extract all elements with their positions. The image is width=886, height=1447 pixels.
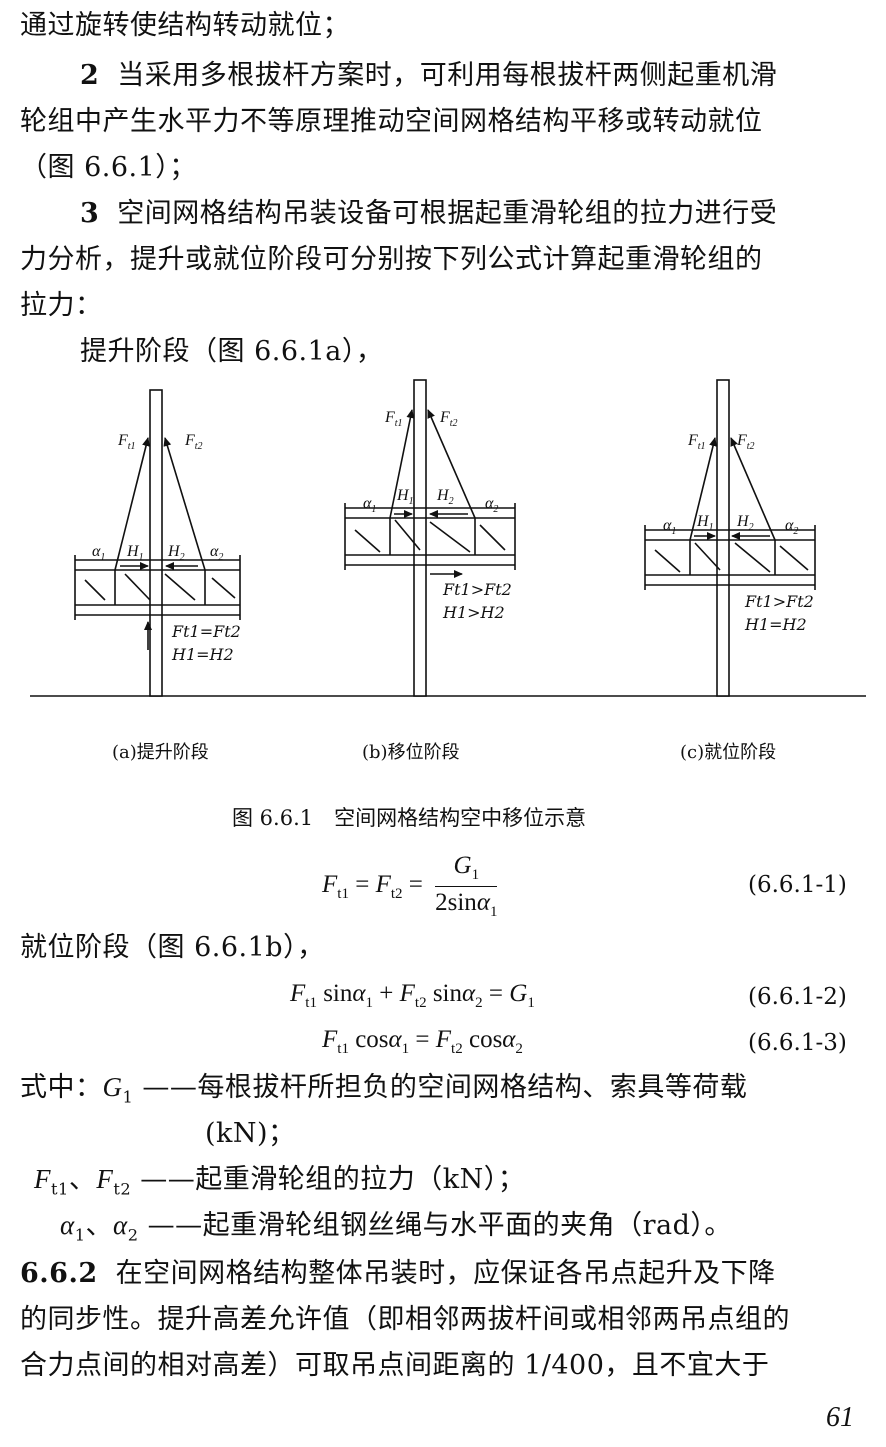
figure-title: 图 6.6.1 空间网格结构空中移位示意 <box>232 806 587 830</box>
svg-text:Ft2: Ft2 <box>439 409 458 429</box>
def-alpha: α1、α2 ——起重滑轮组钢丝绳与水平面的夹角（rad）。 <box>60 1210 732 1245</box>
text-line: 就位阶段（图 6.6.1b）， <box>20 932 325 963</box>
svg-text:Ft1: Ft1 <box>384 409 403 429</box>
equation-2: Ft1 sinα1 + Ft2 sinα2 = G1 <box>290 980 535 1011</box>
svg-text:H2: H2 <box>436 487 454 507</box>
svg-text:α1: α1 <box>663 517 676 537</box>
page-number: 61 <box>826 1402 854 1433</box>
panel-c-cond2: H1=H2 <box>745 615 807 634</box>
panel-b-cond1: Ft1>Ft2 <box>443 580 512 599</box>
section-number: 6.6.2 <box>20 1258 98 1289</box>
text-line: 拉力： <box>20 290 103 321</box>
def-prefix: 式中： <box>20 1072 103 1103</box>
def-ft: Ft1、Ft2 ——起重滑轮组的拉力（kN）； <box>34 1164 526 1199</box>
caption-c: (c)就位阶段 <box>680 742 777 763</box>
text-span: 空间网格结构吊装设备可根据起重滑轮组的拉力进行受 <box>117 198 778 229</box>
svg-text:α2: α2 <box>485 495 498 515</box>
def-g1-desc: ——每根拔杆所担负的空间网格结构、索具等荷载 <box>142 1072 748 1103</box>
panel-a-cond1: Ft1=Ft2 <box>172 622 241 641</box>
caption-a: (a)提升阶段 <box>112 742 209 763</box>
text-line: 力分析，提升或就位阶段可分别按下列公式计算起重滑轮组的 <box>20 244 763 275</box>
text-line: 的同步性。提升高差允许值（即相邻两拔杆间或相邻两吊点组的 <box>20 1304 790 1335</box>
def-ft-desc: ——起重滑轮组的拉力（kN）； <box>140 1164 526 1195</box>
panel-c-cond1: Ft1>Ft2 <box>745 592 814 611</box>
text-line: 轮组中产生水平力不等原理推动空间网格结构平移或转动就位 <box>20 106 763 137</box>
item-2-line: 2 当采用多根拔杆方案时，可利用每根拔杆两侧起重机滑 <box>80 62 777 89</box>
eq1-number: (6.6.1-1) <box>748 872 847 898</box>
eq3-number: (6.6.1-3) <box>748 1030 847 1056</box>
item-3-line: 3 空间网格结构吊装设备可根据起重滑轮组的拉力进行受 <box>80 200 777 227</box>
svg-text:Ft2: Ft2 <box>736 432 755 452</box>
item-number: 2 <box>80 60 100 91</box>
item-number: 3 <box>80 198 100 229</box>
panel-a-cond2: H1=H2 <box>172 645 234 664</box>
panel-c-diagram <box>644 379 816 697</box>
svg-text:α2: α2 <box>785 517 798 537</box>
panel-a-diagram <box>74 389 241 697</box>
text-line: 提升阶段（图 6.6.1a）， <box>80 336 384 367</box>
text-line: 合力点间的相对高差）可取吊点间距离的 1/400，且不宜大于 <box>20 1350 770 1381</box>
text-span: 当采用多根拔杆方案时，可利用每根拔杆两侧起重机滑 <box>117 60 778 91</box>
caption-b: (b)移位阶段 <box>362 742 460 763</box>
def-g1-unit: (kN)； <box>205 1118 296 1149</box>
svg-text:H1: H1 <box>396 487 414 507</box>
equation-3: Ft1 cosα1 = Ft2 cosα2 <box>322 1026 523 1057</box>
section-6-6-2: 6.6.2 在空间网格结构整体吊装时，应保证各吊点起升及下降 <box>20 1260 776 1287</box>
def-alpha-desc: ——起重滑轮组钢丝绳与水平面的夹角（rad）。 <box>147 1210 732 1241</box>
text-span: 在空间网格结构整体吊装时，应保证各吊点起升及下降 <box>115 1258 776 1289</box>
panel-b-cond2: H1>H2 <box>443 603 505 622</box>
svg-text:Ft1: Ft1 <box>687 432 706 452</box>
text-line: （图 6.6.1）； <box>20 152 197 183</box>
def-g1: 式中：G1 ——每根拔杆所担负的空间网格结构、索具等荷载 <box>20 1072 748 1107</box>
figure-diagram: Ft1 Ft2 α1 H1 H2 α2 Ft1 Ft2 α1 H1 H2 α2 … <box>30 379 866 697</box>
eq2-number: (6.6.1-2) <box>748 984 847 1010</box>
panel-b-diagram <box>344 379 516 697</box>
label-ft1: Ft1 <box>117 432 136 452</box>
label-ft2: Ft2 <box>184 432 203 452</box>
text-line: 通过旋转使结构转动就位； <box>20 10 350 41</box>
svg-text:α1: α1 <box>363 495 376 515</box>
